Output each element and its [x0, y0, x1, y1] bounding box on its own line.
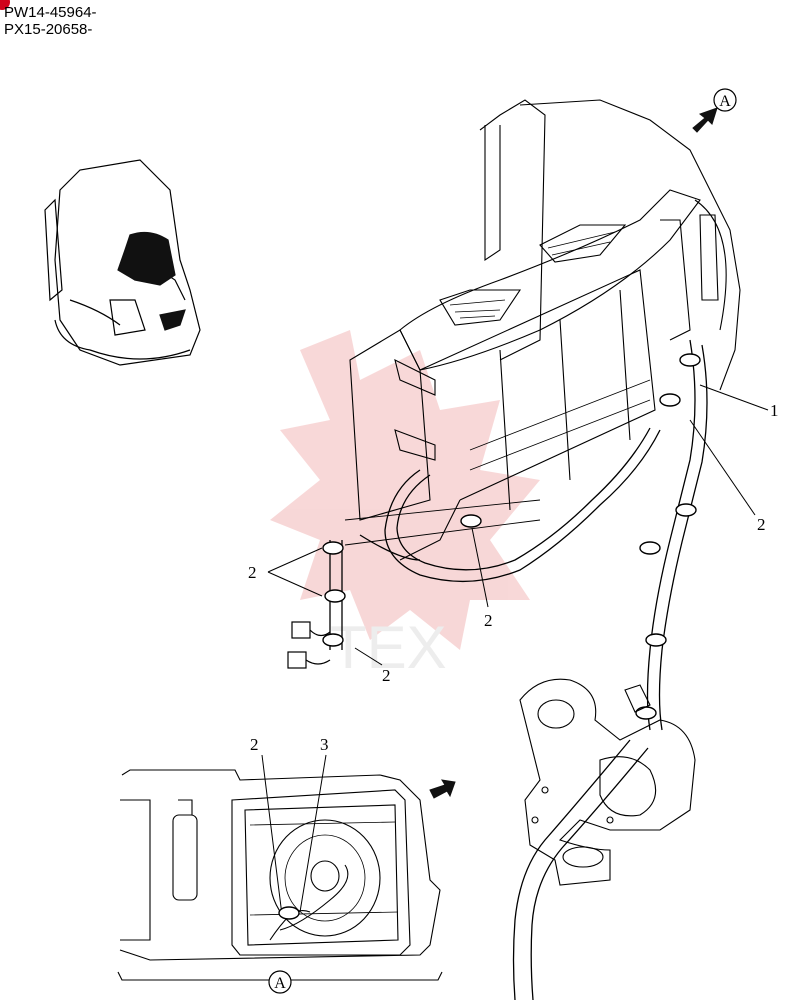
view-a-inset-marker-label: A — [274, 975, 286, 992]
harness-connectors — [287, 621, 331, 669]
serial-number-start: PW14-45964- — [4, 4, 97, 21]
callout-2-left: 2 — [248, 563, 257, 582]
callouts: 1 2 2 2 2 2 3 — [248, 401, 779, 754]
view-a-direction-inset: A — [268, 779, 456, 994]
view-a-direction-top: A — [692, 88, 737, 133]
view-arrow-icon — [692, 107, 718, 133]
connector-lower — [287, 651, 307, 669]
corner-marker — [0, 0, 10, 10]
callout-3-inset: 3 — [320, 735, 329, 754]
clamp — [639, 541, 661, 555]
callout-2-lower: 2 — [382, 666, 391, 685]
callout-2-right: 2 — [757, 515, 766, 534]
callout-2-inset: 2 — [250, 735, 259, 754]
heater-unit-assembly — [349, 99, 741, 561]
clamp — [460, 514, 482, 528]
clamp — [324, 589, 346, 603]
clamp — [635, 706, 657, 720]
clamp — [659, 393, 681, 407]
view-a-marker-label: A — [719, 93, 731, 110]
connector-upper — [291, 621, 311, 639]
view-a-marker — [713, 88, 737, 112]
clamp — [675, 503, 697, 517]
compressor-assembly — [519, 678, 696, 886]
view-a-inset-marker — [268, 970, 292, 994]
callout-2-center: 2 — [484, 611, 493, 630]
clamp — [679, 353, 701, 367]
machine-locator-icon — [44, 159, 201, 366]
leader-lines — [267, 384, 769, 666]
inset-view-a — [117, 754, 443, 981]
clamp — [322, 541, 344, 555]
clamp — [322, 633, 344, 647]
callout-1: 1 — [770, 401, 779, 420]
locator-highlight — [117, 231, 176, 286]
clamp — [645, 633, 667, 647]
watermark-text: TEX — [330, 614, 447, 681]
view-arrow-icon — [429, 779, 456, 799]
serial-number-end: PX15-20658- — [4, 21, 93, 38]
clamps — [322, 353, 701, 720]
watermark-logo — [270, 330, 540, 650]
